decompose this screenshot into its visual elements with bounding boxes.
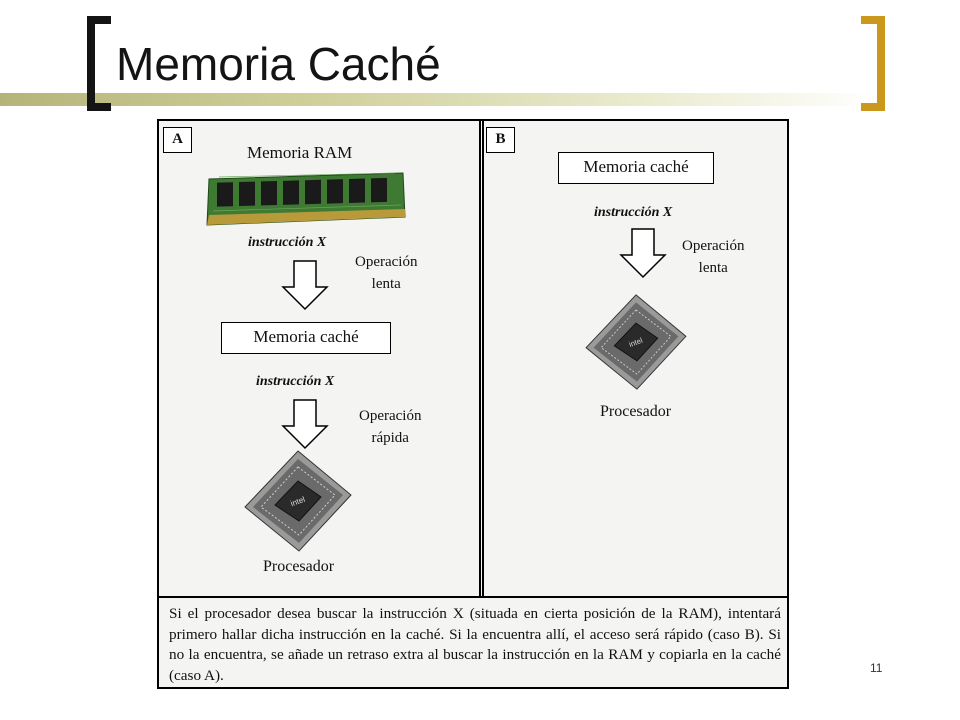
right-bracket-decoration — [861, 16, 885, 111]
processor-chip-icon: intel — [244, 450, 352, 552]
title-accent-bar — [0, 93, 880, 106]
title-background — [112, 30, 492, 92]
figure-caption: Si el procesador desea buscar la instruc… — [169, 605, 781, 684]
slow-operation-line2: lenta — [371, 276, 401, 292]
slow-operation-label: Operación lenta — [355, 251, 417, 295]
down-arrow-icon — [281, 260, 329, 311]
fast-operation-label: Operación rápida — [359, 405, 421, 449]
fast-operation-line2: rápida — [371, 430, 409, 446]
instruction-x-label: instrucción X — [594, 205, 673, 220]
instruction-x-label-1: instrucción X — [248, 235, 327, 250]
slide-title: Memoria Caché — [116, 38, 441, 90]
panel-b: B Memoria caché instrucción X Operación … — [486, 121, 787, 596]
slow-operation-line2: lenta — [698, 260, 728, 276]
panel-a: A Memoria RAM instrucción X — [159, 121, 479, 596]
ram-label: Memoria RAM — [247, 143, 353, 162]
panel-b-tag: B — [486, 127, 515, 153]
page-number: 11 — [870, 661, 883, 675]
panel-a-tag: A — [163, 127, 192, 153]
instruction-x-label-2: instrucción X — [256, 374, 335, 389]
down-arrow-icon — [281, 399, 329, 450]
processor-label: Procesador — [600, 403, 672, 420]
slow-operation-line1: Operación — [682, 238, 745, 254]
processor-label: Procesador — [263, 558, 335, 575]
cache-memory-box: Memoria caché — [221, 322, 391, 354]
slow-operation-label: Operación lenta — [682, 235, 744, 279]
panel-divider — [479, 121, 484, 596]
cache-diagram-figure: A Memoria RAM instrucción X — [157, 119, 789, 689]
caption-divider — [159, 596, 787, 598]
left-bracket-decoration — [87, 16, 111, 111]
processor-chip-icon: intel — [585, 294, 687, 390]
down-arrow-icon — [619, 228, 667, 279]
slow-operation-line1: Operación — [355, 254, 418, 270]
cache-memory-box: Memoria caché — [558, 152, 714, 184]
ram-module-icon — [206, 172, 406, 226]
fast-operation-line1: Operación — [359, 408, 422, 424]
